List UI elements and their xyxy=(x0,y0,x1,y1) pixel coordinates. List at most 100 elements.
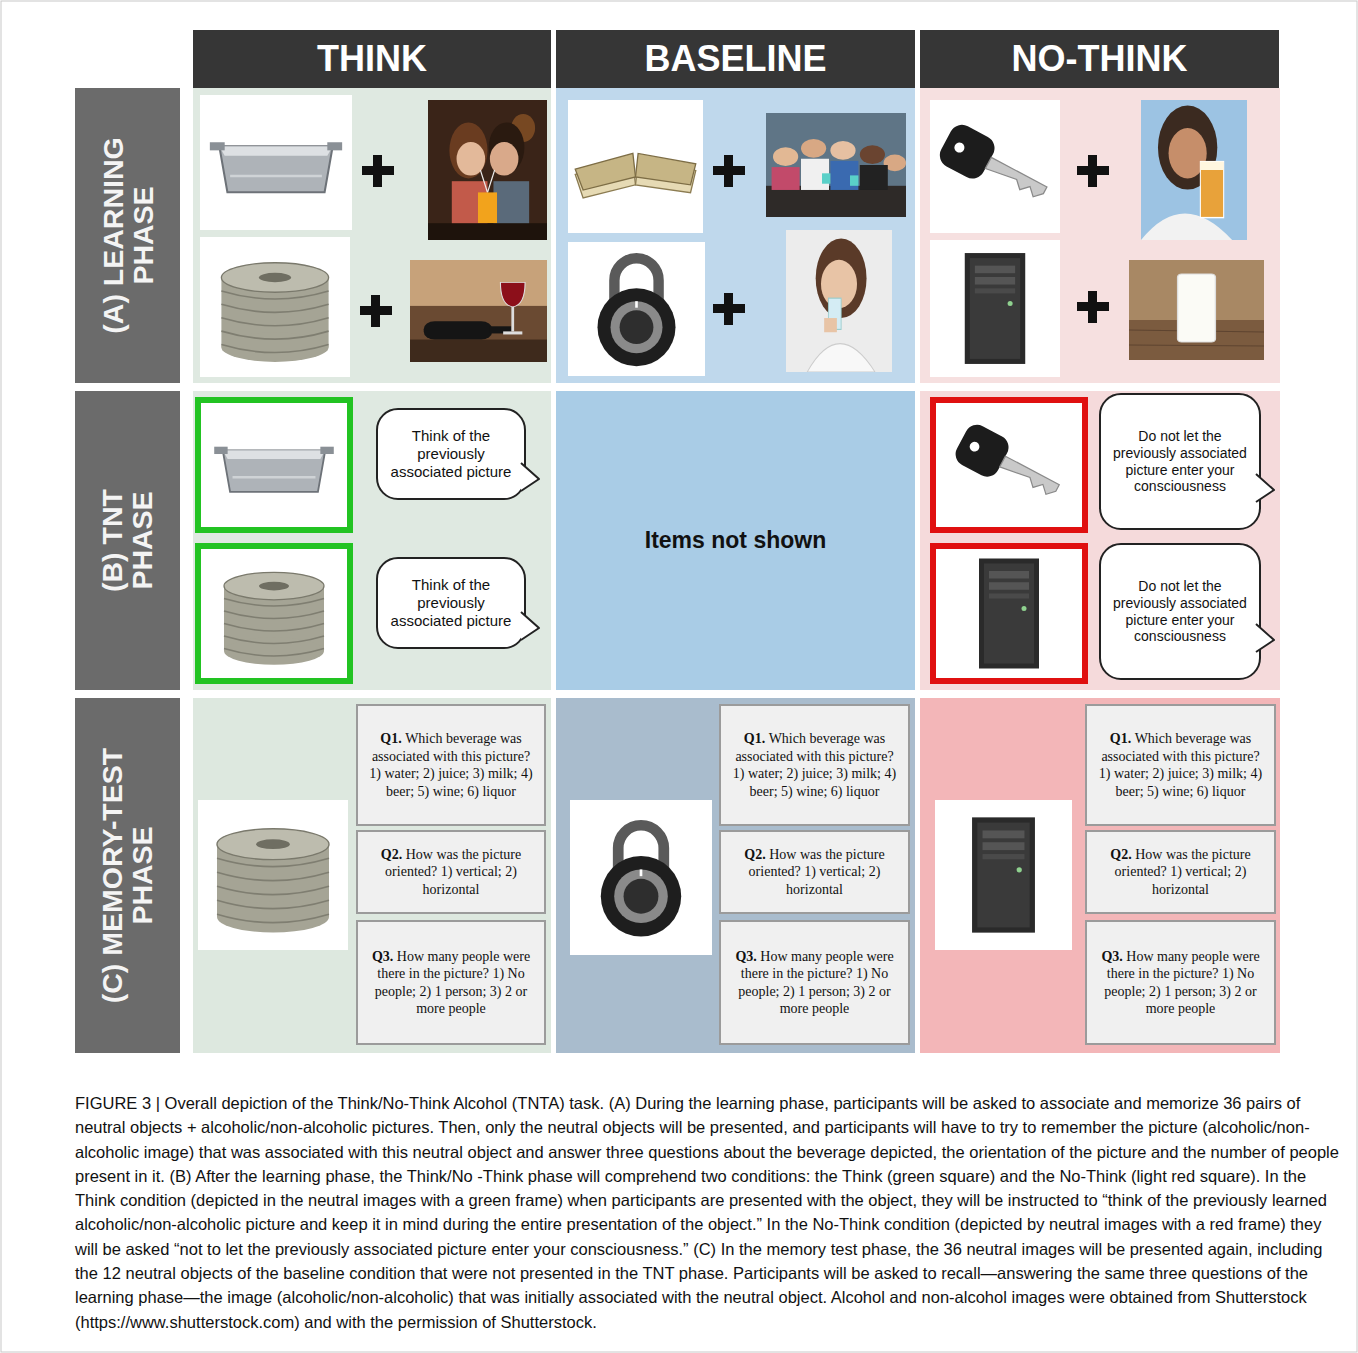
bubble-tail xyxy=(521,461,541,493)
no-think-cell xyxy=(920,698,1280,1053)
key-image xyxy=(935,120,1054,212)
text-block: Q2.How was the picture oriented? 1) vert… xyxy=(1095,846,1266,899)
node-text: How many people were there in the pictur… xyxy=(738,949,893,1017)
bubble-tail xyxy=(1256,474,1274,502)
node-text: Think of the previously associated pictu… xyxy=(391,427,512,480)
column-header: THINK xyxy=(193,30,551,88)
think-cell xyxy=(193,88,551,383)
node-text: How many people were there in the pictur… xyxy=(375,949,530,1017)
question-box: Q2.How was the picture oriented? 1) vert… xyxy=(1085,830,1276,914)
text-block: NO-THINK xyxy=(1012,38,1188,80)
image-box xyxy=(930,100,1060,233)
water-photo xyxy=(786,230,892,372)
node-text: How was the picture oriented? 1) vertica… xyxy=(749,847,885,897)
no-think-cell xyxy=(920,391,1280,690)
row-header: (B) TNT PHASE xyxy=(75,391,180,690)
text-block: Q3.How many people were there in the pic… xyxy=(729,948,900,1018)
rope-image xyxy=(221,263,328,362)
node-text: (B) TNT PHASE xyxy=(98,438,158,643)
image-box xyxy=(570,800,712,955)
text-block: Items not shown xyxy=(645,527,826,554)
image-box xyxy=(935,800,1072,950)
book-image xyxy=(575,153,696,198)
text-block: Q1.Which beverage was associated with th… xyxy=(729,730,900,800)
wine-photo xyxy=(410,260,547,362)
question-box: Q1.Which beverage was associated with th… xyxy=(1085,704,1276,826)
speech-bubble: Do not let the previously associated pic… xyxy=(1099,393,1261,530)
node-text: THINK xyxy=(317,38,427,79)
padlock-image xyxy=(598,258,676,366)
question-number: Q3. xyxy=(735,949,756,964)
image-box xyxy=(198,800,348,950)
text-block: Think of the previously associated pictu… xyxy=(386,427,516,481)
question-number: Q2. xyxy=(1110,847,1131,862)
no-think-cell xyxy=(920,88,1280,383)
text-block: (A) LEARNING PHASE xyxy=(75,111,180,361)
text-block: (B) TNT PHASE xyxy=(75,438,180,643)
column-header: NO-THINK xyxy=(920,30,1279,88)
rect xyxy=(724,155,733,187)
text-block: Q3.How many people were there in the pic… xyxy=(1095,948,1266,1018)
rect xyxy=(371,295,380,327)
key-image xyxy=(951,420,1066,509)
bubble-tail xyxy=(521,612,539,640)
think-frame xyxy=(198,546,350,681)
question-box: Q1.Which beverage was associated with th… xyxy=(356,704,546,826)
rect xyxy=(373,155,382,187)
node-text: How was the picture oriented? 1) vertica… xyxy=(385,847,521,897)
image-box xyxy=(200,237,350,377)
question-box: Q2.How was the picture oriented? 1) vert… xyxy=(719,830,910,914)
speech-bubble: Think of the previously associated pictu… xyxy=(376,408,526,500)
text-block: Q3.How many people were there in the pic… xyxy=(366,948,536,1018)
bubble-tail xyxy=(521,610,541,642)
think-frame xyxy=(198,400,350,530)
question-number: Q3. xyxy=(372,949,393,964)
text-block: Do not let the previously associated pic… xyxy=(1109,578,1251,645)
question-number: Q3. xyxy=(1101,949,1122,964)
party-photo xyxy=(766,113,906,217)
node-text: How many people were there in the pictur… xyxy=(1104,949,1259,1017)
text-block: Think of the previously associated pictu… xyxy=(386,576,516,630)
pan-image xyxy=(214,447,334,492)
text-block: Q1.Which beverage was associated with th… xyxy=(366,730,536,800)
rect xyxy=(724,293,733,325)
row-header: (A) LEARNING PHASE xyxy=(75,88,180,383)
question-box: Q3.How many people were there in the pic… xyxy=(719,920,910,1045)
node-text: BASELINE xyxy=(644,38,826,79)
figure-caption: FIGURE 3 | Overall depiction of the Thin… xyxy=(75,1091,1341,1334)
node-text: Items not shown xyxy=(645,527,826,553)
baseline-cell xyxy=(556,391,915,690)
computer-image xyxy=(972,817,1035,932)
node-text: Think of the previously associated pictu… xyxy=(391,576,512,629)
row-header: (C) MEMORY-TEST PHASE xyxy=(75,698,180,1053)
node-text: (C) MEMORY-TEST PHASE xyxy=(98,708,158,1043)
question-box: Q3.How many people were there in the pic… xyxy=(356,920,546,1045)
question-number: Q2. xyxy=(744,847,765,862)
node-text: How was the picture oriented? 1) vertica… xyxy=(1115,847,1251,897)
image-box xyxy=(568,242,705,376)
no-think-frame xyxy=(933,546,1085,681)
plus-signs xyxy=(360,155,1109,327)
speech-bubble: Do not let the previously associated pic… xyxy=(1099,543,1261,680)
image-box xyxy=(568,100,703,233)
question-number: Q1. xyxy=(744,731,765,746)
pan-image xyxy=(210,142,342,192)
baseline-cell: Items not shown xyxy=(556,391,915,690)
no-think-frame xyxy=(933,400,1085,530)
rect xyxy=(1088,291,1097,323)
computer-image xyxy=(979,559,1039,669)
couple-photo xyxy=(428,100,547,240)
think-cell xyxy=(193,698,551,1053)
text-block: BASELINE xyxy=(644,38,826,80)
column-header: BASELINE xyxy=(556,30,915,88)
text-block: Q2.How was the picture oriented? 1) vert… xyxy=(366,846,536,899)
milk-photo xyxy=(1129,260,1264,360)
padlock-image xyxy=(601,825,681,936)
beer-photo xyxy=(1141,100,1247,240)
image-box xyxy=(930,240,1060,377)
bubble-tail xyxy=(1256,622,1276,654)
text-block: Q2.How was the picture oriented? 1) vert… xyxy=(729,846,900,899)
node-text: NO-THINK xyxy=(1012,38,1188,79)
text-block: Q1.Which beverage was associated with th… xyxy=(1095,730,1266,800)
baseline-cell xyxy=(556,698,915,1053)
